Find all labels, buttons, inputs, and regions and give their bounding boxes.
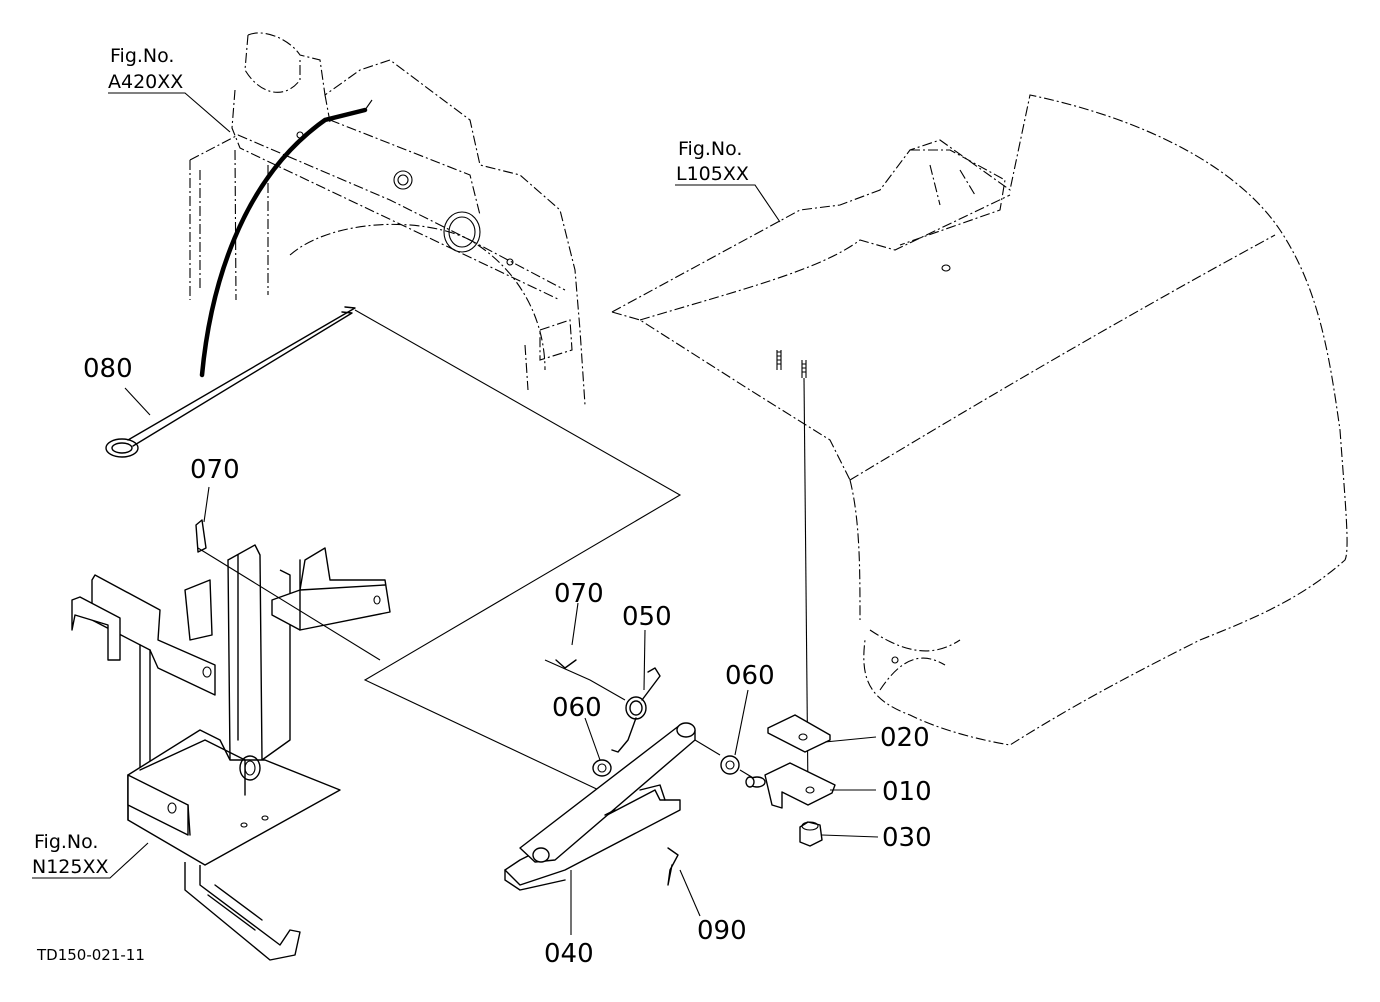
part-label-060-right: 060 (725, 661, 775, 691)
part-label-020: 020 (880, 723, 930, 753)
hood-l105 (611, 94, 1348, 796)
part-label-090: 090 (697, 916, 747, 946)
rod-080 (105, 306, 682, 801)
bracket-010 (745, 762, 836, 809)
part-label-070-middle: 070 (554, 579, 604, 609)
part-label-030: 030 (882, 823, 932, 853)
part-label-050: 050 (622, 602, 672, 632)
bracket-assembly-n125 (71, 519, 391, 961)
spring-050 (611, 667, 661, 753)
leader-lines (32, 92, 879, 935)
figure-ref-n125: Fig.No. N125XX (32, 831, 109, 878)
figure-ref-n125-code: N125XX (32, 856, 109, 878)
drawing-code: TD150-021-11 (36, 946, 145, 964)
part-label-080: 080 (83, 354, 133, 384)
part-label-070-left: 070 (190, 455, 240, 485)
nut-030 (799, 821, 823, 847)
cotter-pin-090 (667, 847, 679, 886)
latch-lever-040 (504, 722, 696, 891)
plate-020 (767, 714, 831, 753)
cable (199, 107, 368, 378)
figure-ref-l105-title: Fig.No. (678, 138, 742, 160)
washers-060 (592, 739, 761, 783)
pin-070 (544, 659, 626, 701)
figure-ref-a420-title: Fig.No. (110, 45, 174, 67)
frame-structure-a420 (189, 32, 586, 406)
part-label-040: 040 (544, 939, 594, 969)
figure-ref-a420-code: A420XX (108, 71, 183, 93)
figure-ref-n125-title: Fig.No. (34, 831, 98, 853)
figure-ref-l105-code: L105XX (676, 163, 749, 185)
part-label-060-left: 060 (552, 693, 602, 723)
part-label-010: 010 (882, 777, 932, 807)
figure-ref-a420: Fig.No. A420XX (108, 45, 183, 93)
figure-ref-l105: Fig.No. L105XX (676, 138, 749, 185)
